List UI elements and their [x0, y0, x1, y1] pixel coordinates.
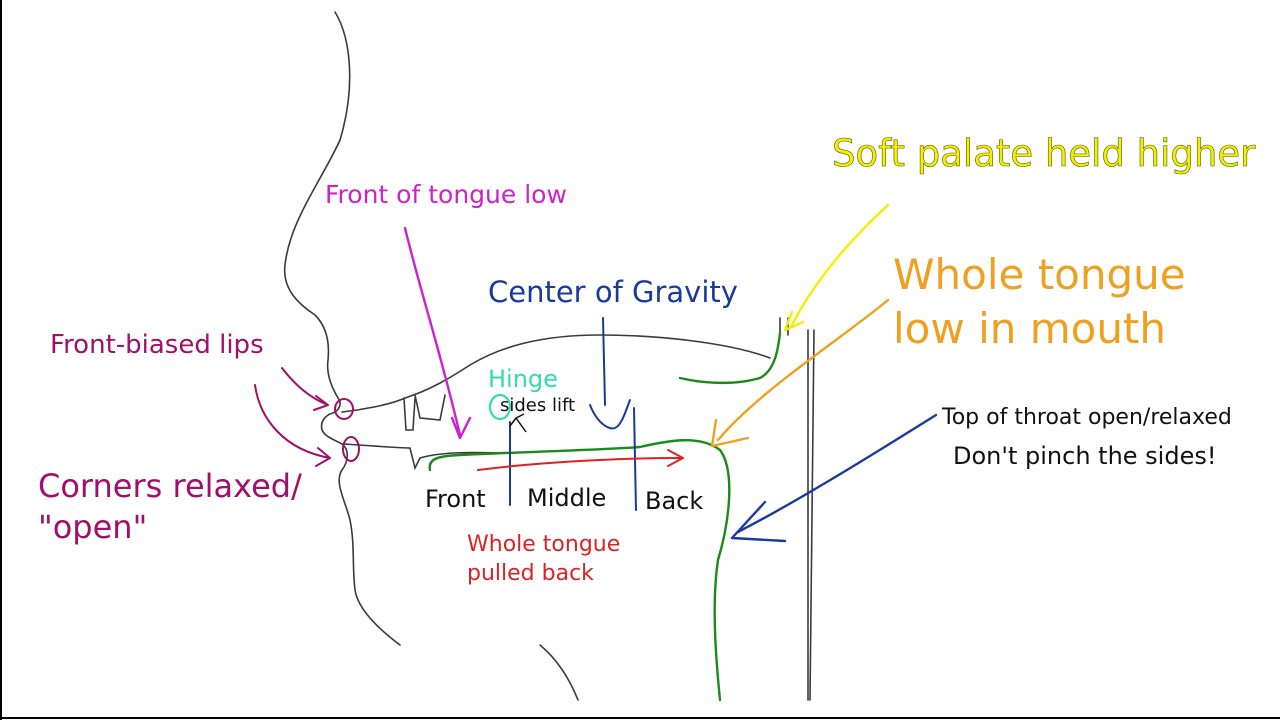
front-biased-lips-label: Front-biased lips	[50, 330, 264, 360]
neck-front-line	[539, 644, 579, 701]
center-of-gravity-line	[602, 317, 606, 406]
back-label: Back	[645, 487, 703, 515]
hinge-label: Hinge	[488, 365, 558, 393]
lower-lip-circle	[342, 436, 360, 462]
center-of-gravity-label: Center of Gravity	[488, 275, 738, 309]
center-v-mark	[589, 399, 631, 430]
whole-tongue-low-label-line1: Whole tongue	[893, 250, 1186, 299]
soft-palate-line	[678, 331, 782, 385]
orange-arrow	[710, 298, 890, 448]
upper-lip-line	[341, 334, 771, 413]
pulled-back-arrow	[477, 449, 684, 471]
soft-palate-label: Soft palate held higher	[832, 132, 1256, 175]
top-of-throat-label: Top of throat open/relaxed	[941, 405, 1232, 430]
upper-lip-arrow	[281, 367, 329, 411]
dont-pinch-label: Don't pinch the sides!	[953, 442, 1216, 470]
front-label: Front	[425, 485, 486, 513]
lower-lip-line	[341, 443, 501, 471]
corners-relaxed-label-line2: "open"	[38, 508, 147, 546]
throat-arrow	[730, 413, 938, 543]
throat-back-line-left	[809, 329, 815, 701]
lip-markers	[254, 367, 360, 467]
front-tongue-low-label: Front of tongue low	[325, 180, 567, 209]
tongue-surface-line	[428, 439, 731, 702]
upper-lip-circle	[334, 398, 354, 420]
lower-lip-arrow	[254, 384, 331, 467]
corners-relaxed-label-line1: Corners relaxed/	[38, 467, 302, 505]
sides-lift-arrow	[509, 413, 527, 433]
sides-lift-label: sides lift	[500, 395, 575, 416]
whole-tongue-low-label-line2: low in mouth	[893, 304, 1166, 353]
magenta-arrow	[403, 226, 472, 440]
face-profile	[283, 11, 401, 646]
hinge-circle	[488, 393, 512, 421]
pulled-back-label-line2: pulled back	[467, 561, 594, 586]
head-outline	[283, 11, 815, 701]
yellow-arrow	[783, 203, 890, 332]
middle-label: Middle	[527, 484, 606, 512]
pulled-back-label-line1: Whole tongue	[467, 532, 620, 557]
upper-teeth	[403, 394, 446, 431]
green-contours	[428, 331, 782, 702]
